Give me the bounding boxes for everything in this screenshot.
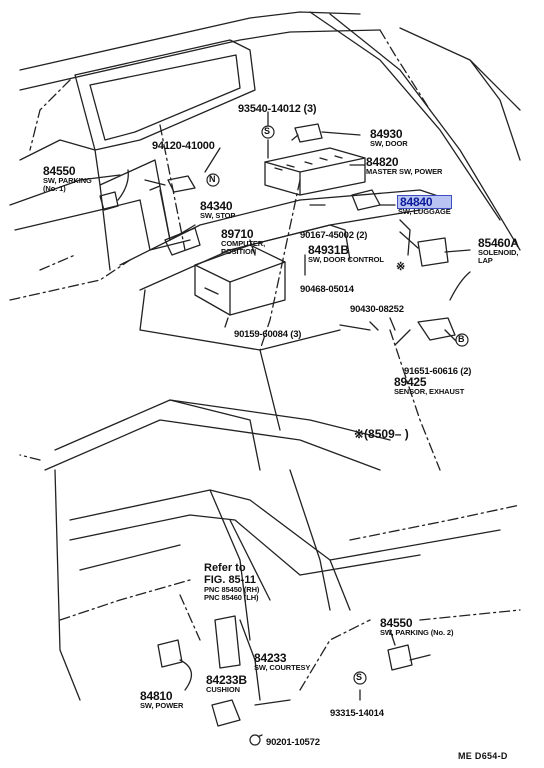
computer-box-drawing [194, 244, 286, 316]
part-91651[interactable]: 91651-60616 (2) [404, 366, 472, 377]
part-90167[interactable]: 90167-45002 (2) [300, 230, 368, 241]
n-mark: N [209, 174, 216, 184]
part-94120[interactable]: 94120-41000 [152, 140, 215, 152]
diagram-code: ME D654-D [458, 751, 508, 761]
b-mark: B [458, 334, 465, 344]
b-marker [455, 333, 469, 347]
part-84840[interactable]: 84840 SW, LUGGAGE [397, 195, 452, 216]
part-90430[interactable]: 90430-08252 [350, 304, 404, 315]
washer-marker [249, 734, 261, 746]
part-93315[interactable]: 93315-14014 [330, 708, 384, 719]
door-control-switch-drawing [399, 219, 411, 256]
n-marker [206, 173, 220, 187]
luggage-switch-drawing [351, 189, 381, 211]
solenoid-lap-drawing [399, 231, 471, 267]
refer-to-fig-85-11[interactable]: Refer to FIG. 85-11 PNC 85450 (RH) PNC 8… [204, 562, 260, 602]
s-marker-1 [261, 125, 275, 139]
power-switch-drawing [157, 639, 192, 691]
part-84340[interactable]: 84340 SW, STOP [200, 199, 236, 220]
brake-pedal-drawing [159, 189, 201, 256]
part-84931b[interactable]: 84931B SW, DOOR CONTROL [308, 243, 384, 264]
stop-switch-drawing [149, 175, 196, 193]
part-90468[interactable]: 90468-05014 [300, 284, 354, 295]
part-84550-no2[interactable]: 84550 SW, PARKING (No. 2) [380, 616, 454, 637]
part-93540[interactable]: 93540-14012 (3) [238, 103, 317, 115]
part-90159[interactable]: 90159-60084 (3) [234, 329, 302, 340]
part-89425[interactable]: 89425 SENSOR, EXHAUST [394, 375, 465, 396]
exhaust-sensor-drawing [394, 271, 471, 346]
part-84233b[interactable]: 84233B CUSHION [206, 673, 247, 694]
part-84233[interactable]: 84233 SW, COURTESY [254, 651, 311, 672]
part-90201[interactable]: 90201-10572 [266, 737, 320, 748]
courtesy-switch-rh-drawing [214, 615, 241, 669]
s-mark-2: S [356, 672, 363, 682]
door-switch-drawing [291, 123, 323, 143]
part-84930[interactable]: 84930 SW, DOOR [370, 127, 408, 148]
part-84820[interactable]: 84820 MASTER SW, POWER [366, 155, 443, 176]
part-84550-no1[interactable]: 84550 SW, PARKING (No. 1) [43, 164, 92, 193]
master-switch-drawing [264, 147, 366, 196]
parking-switch-2-drawing [387, 644, 431, 671]
parking-switch-1-drawing [99, 169, 129, 211]
lower-body-outline [19, 399, 521, 701]
asterisk-mark: ※ [396, 261, 406, 273]
part-85460a[interactable]: 85460A SOLENOID, LAP [478, 236, 519, 265]
part-84810[interactable]: 84810 SW, POWER [140, 689, 184, 710]
s-marker-2 [353, 671, 367, 685]
s-mark-1: S [264, 126, 271, 136]
part-89710[interactable]: 89710 COMPUTER, POSITION [221, 227, 266, 256]
cushion-drawing [211, 699, 241, 727]
serial-range-note: ※(8509– ) [354, 427, 409, 441]
